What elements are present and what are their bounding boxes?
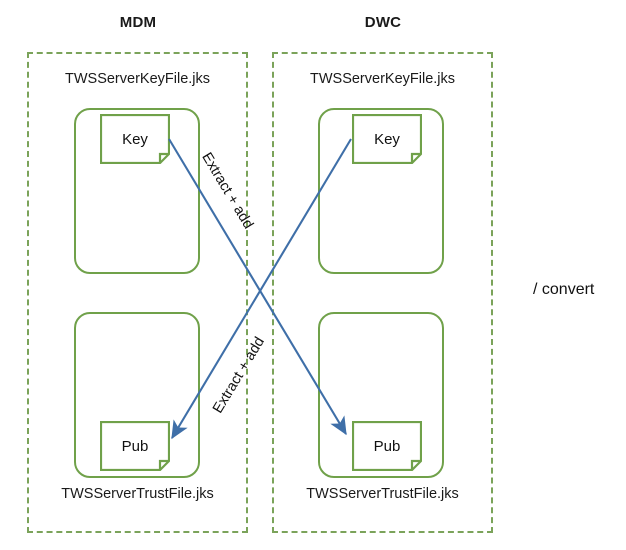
keystore-label-mdm: TWSServerKeyFile.jks xyxy=(64,71,211,87)
document-shape-icon xyxy=(352,421,422,471)
keystore-label-dwc: TWSServerKeyFile.jks xyxy=(309,71,456,87)
pub-document-mdm: Pub xyxy=(100,421,170,471)
pub-document-dwc: Pub xyxy=(352,421,422,471)
document-shape-icon xyxy=(100,114,170,164)
convert-note: / convert xyxy=(533,281,595,298)
group-title-mdm: MDM xyxy=(119,14,157,31)
document-shape-icon xyxy=(100,421,170,471)
truststore-label-dwc: TWSServerTrustFile.jks xyxy=(306,486,459,502)
group-title-dwc: DWC xyxy=(364,14,402,31)
key-document-dwc: Key xyxy=(352,114,422,164)
document-shape-icon xyxy=(352,114,422,164)
key-document-mdm: Key xyxy=(100,114,170,164)
truststore-label-mdm: TWSServerTrustFile.jks xyxy=(61,486,214,502)
